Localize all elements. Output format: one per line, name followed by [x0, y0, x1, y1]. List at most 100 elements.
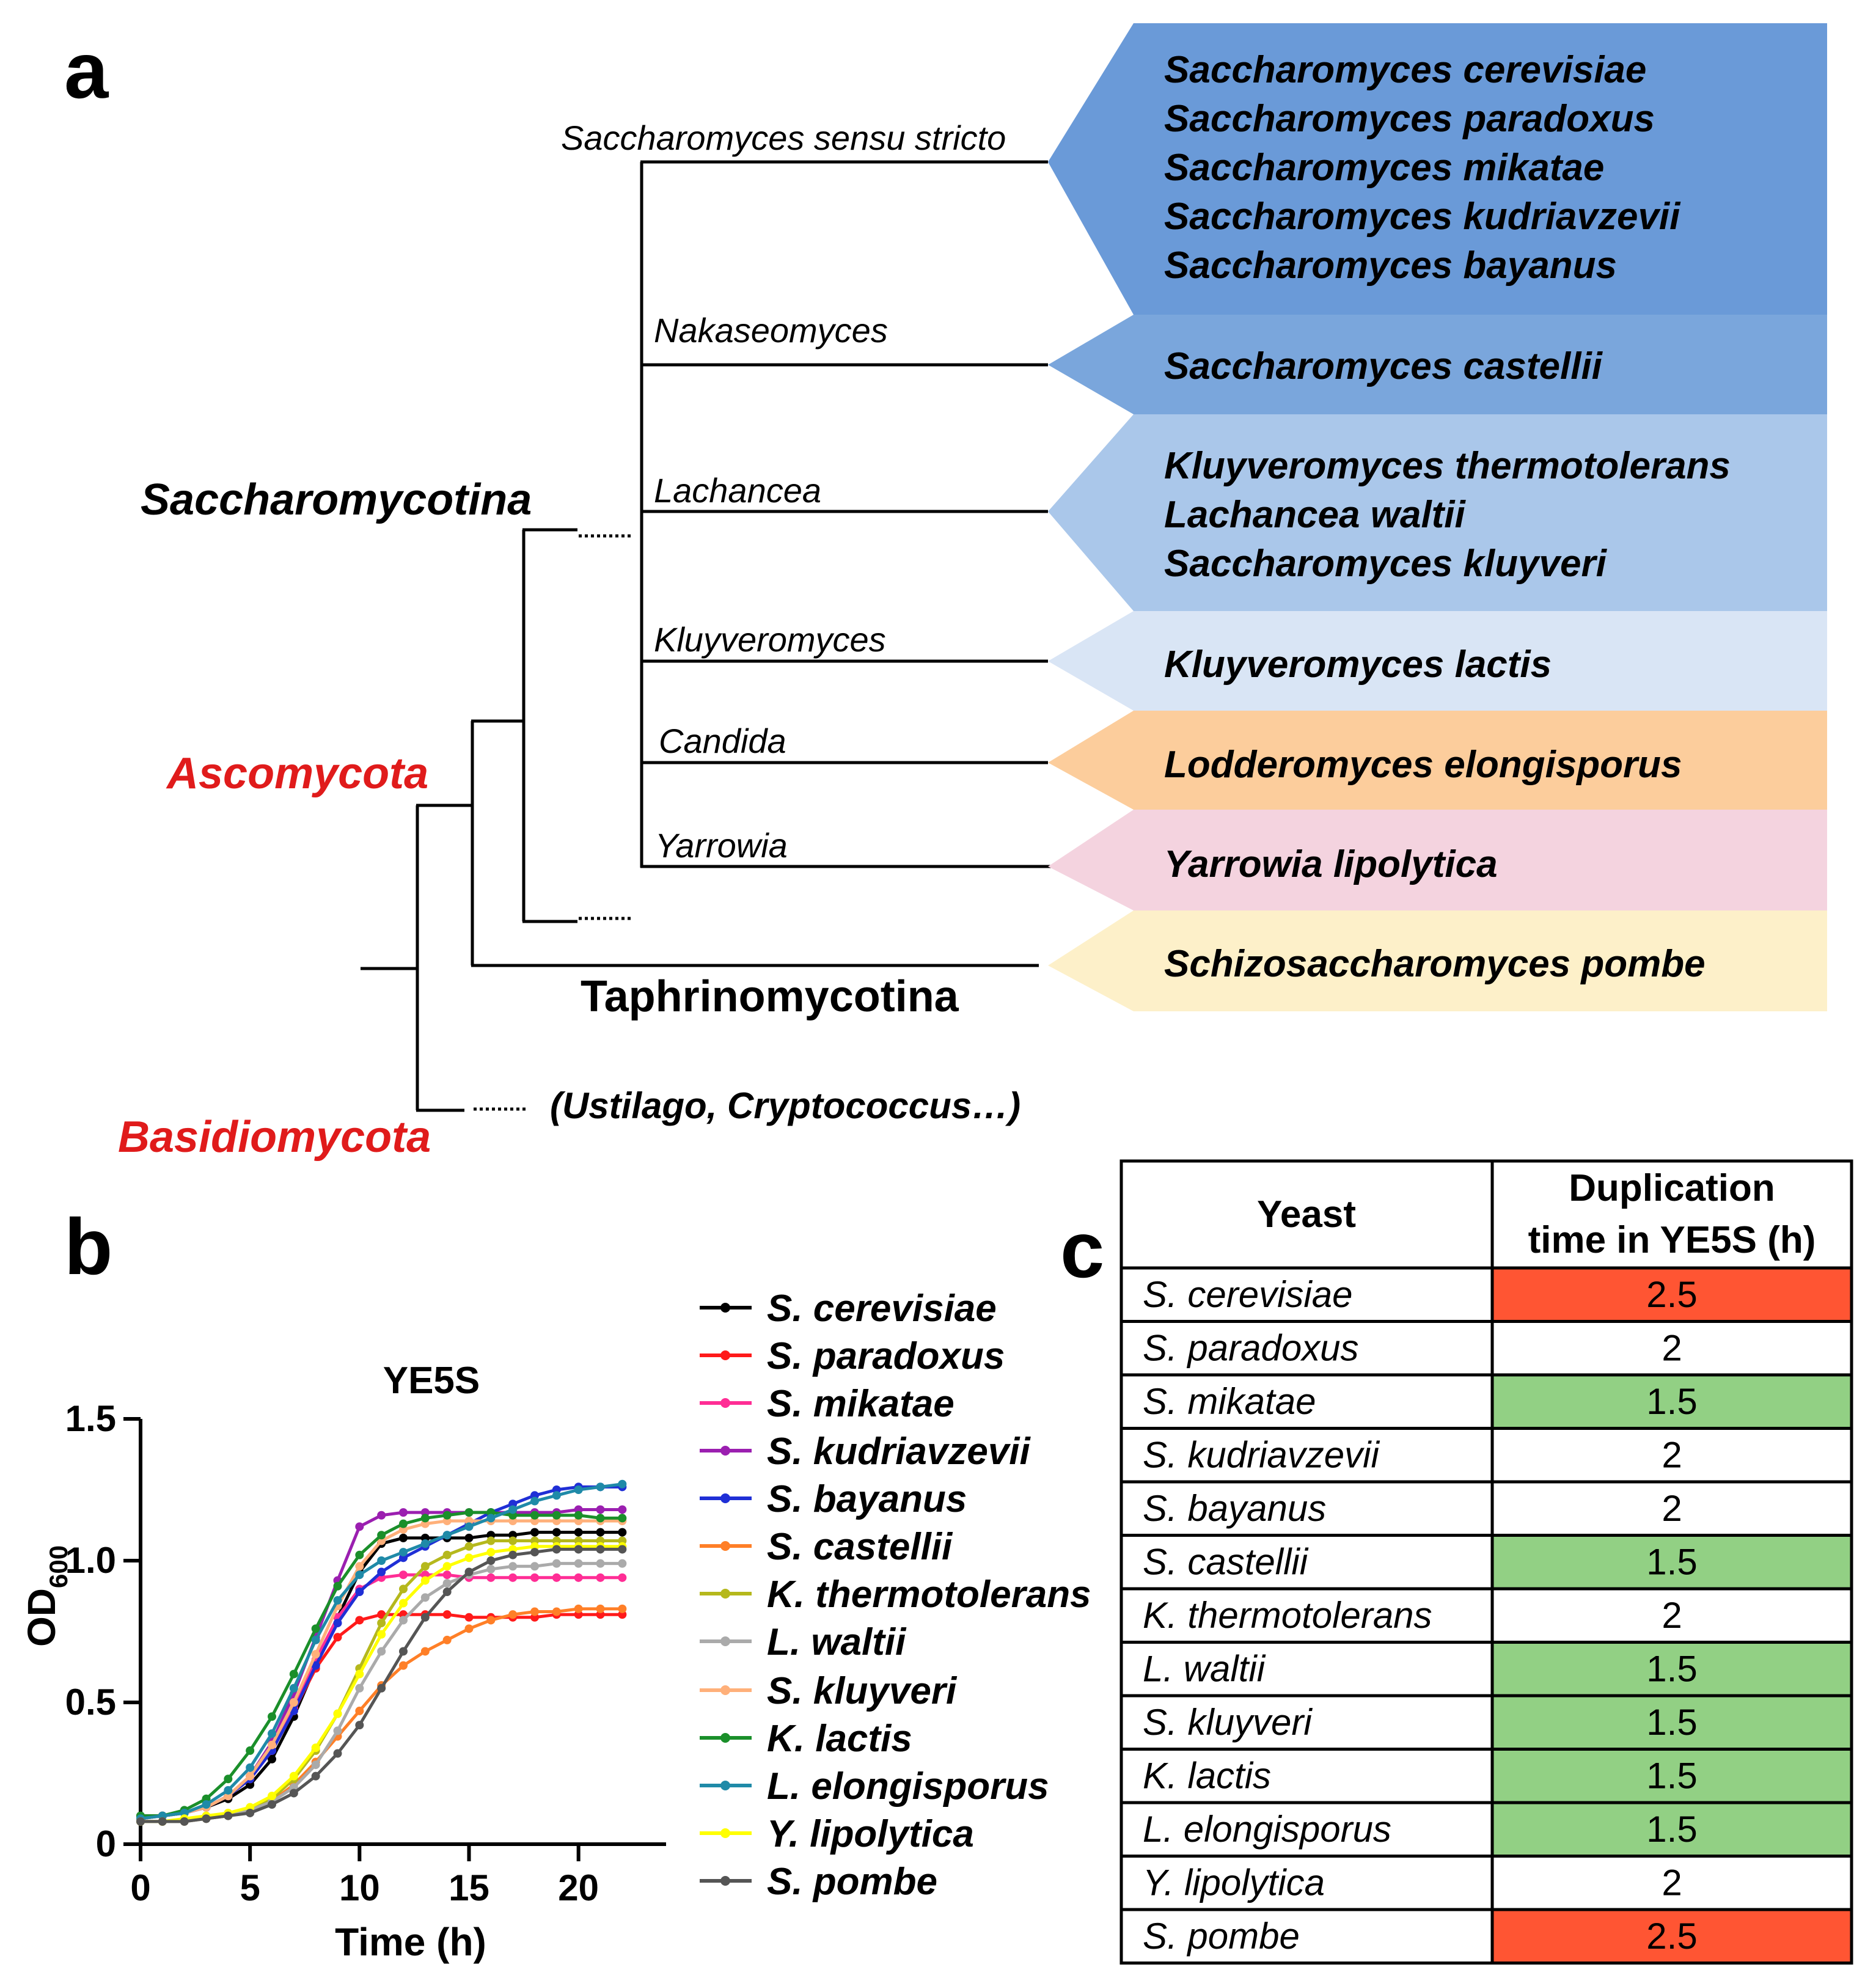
data-point [268, 1800, 276, 1809]
data-point [442, 1531, 452, 1540]
species-box [1048, 315, 1827, 414]
data-point [355, 1669, 364, 1679]
y-axis-label-subscript: 600 [44, 1545, 73, 1588]
data-point [442, 1550, 452, 1559]
species-name: Saccharomyces cerevisiae [1164, 49, 1646, 91]
data-point [202, 1814, 211, 1823]
clade-label-nakaseomyces: Nakaseomyces [654, 311, 888, 350]
species-name: Saccharomyces bayanus [1164, 244, 1617, 287]
data-point [355, 1616, 364, 1625]
y-axis-label: OD600 [20, 1545, 73, 1647]
data-point [289, 1698, 298, 1707]
table-yeast-name: S. kluyveri [1143, 1702, 1313, 1743]
table-cell-yeast [1119, 1908, 1494, 1965]
panel-a: a Saccharo [64, 23, 1827, 1162]
clade-label-candida: Candida [659, 722, 786, 760]
clade-labels: Saccharomyces sensu stricto Nakaseomyces… [561, 119, 1006, 865]
table-duplication-time: 1.5 [1646, 1649, 1697, 1690]
data-point [289, 1683, 298, 1693]
species-box [1048, 414, 1827, 611]
legend-label: S. bayanus [767, 1478, 967, 1520]
data-point [464, 1567, 474, 1577]
legend-item: S. castellii [700, 1526, 953, 1568]
series-line [140, 1508, 623, 1820]
table-yeast-name: Y. lipolytica [1143, 1863, 1325, 1903]
data-point [442, 1579, 452, 1588]
data-point [486, 1536, 496, 1545]
data-point [574, 1545, 583, 1554]
table-yeast-name: L. elongisporus [1143, 1809, 1391, 1850]
label-basidio-examples: (Ustilago, Cryptococcus…) [550, 1085, 1020, 1126]
data-point [486, 1556, 496, 1565]
legend-label: S. castellii [767, 1526, 953, 1568]
clade-label-kluyveromyces: Kluyveromyces [654, 620, 886, 659]
legend-marker [720, 1685, 730, 1695]
data-point [508, 1536, 518, 1545]
legend-item: K. thermotolerans [700, 1573, 1091, 1616]
species-boxes [1048, 23, 1827, 1011]
data-point [596, 1514, 605, 1523]
table-cell-time [1490, 1587, 1853, 1644]
legend-label: L. waltii [767, 1621, 907, 1663]
data-point [574, 1485, 583, 1494]
table-duplication-time: 2 [1662, 1863, 1682, 1903]
data-point [574, 1604, 583, 1613]
table-yeast-name: K. thermotolerans [1143, 1595, 1432, 1636]
series-s--paradoxus [136, 1610, 627, 1823]
data-point [530, 1548, 539, 1557]
data-point [224, 1786, 233, 1795]
legend-marker [720, 1446, 730, 1456]
x-tick-label: 20 [558, 1867, 599, 1908]
table-cell-yeast [1119, 1320, 1494, 1377]
data-point [289, 1669, 298, 1679]
data-point [355, 1562, 364, 1571]
phylogenetic-tree [361, 160, 1051, 1112]
species-name: Kluyveromyces lactis [1164, 643, 1552, 686]
legend-label: S. mikatae [767, 1383, 954, 1425]
data-point [333, 1709, 342, 1718]
data-point [442, 1562, 452, 1571]
data-point [618, 1479, 627, 1489]
x-tick-label: 5 [240, 1867, 260, 1908]
panel-a-label: a [64, 26, 109, 115]
x-tick-label: 10 [339, 1867, 380, 1908]
data-point [268, 1754, 276, 1764]
legend-item: Y. lipolytica [700, 1813, 974, 1855]
data-point [464, 1624, 474, 1633]
legend-label: K. lactis [767, 1718, 912, 1760]
legend-item: S. kudriavzevii [700, 1430, 1031, 1473]
table-yeast-name: S. kudriavzevii [1143, 1435, 1380, 1476]
data-point [136, 1817, 145, 1826]
data-point [399, 1584, 408, 1594]
data-point [596, 1559, 605, 1568]
data-point [377, 1647, 386, 1656]
data-point [377, 1567, 386, 1577]
chart-axes [139, 1419, 666, 1846]
data-point [486, 1514, 496, 1523]
label-saccharomycotina: Saccharomycotina [141, 475, 532, 524]
table-cell-yeast [1119, 1748, 1494, 1804]
data-point [399, 1548, 408, 1557]
data-point [464, 1522, 474, 1531]
data-point [508, 1562, 518, 1571]
legend-marker [720, 1350, 730, 1360]
series-s--mikatae [136, 1570, 627, 1823]
label-taphrinomycotina: Taphrinomycotina [581, 972, 959, 1021]
legend-marker [720, 1541, 730, 1551]
table-cell-yeast [1119, 1373, 1494, 1430]
data-point [420, 1593, 430, 1602]
data-point [355, 1706, 364, 1715]
legend-marker [720, 1589, 730, 1599]
legend-marker [720, 1876, 730, 1886]
data-point [420, 1514, 430, 1523]
